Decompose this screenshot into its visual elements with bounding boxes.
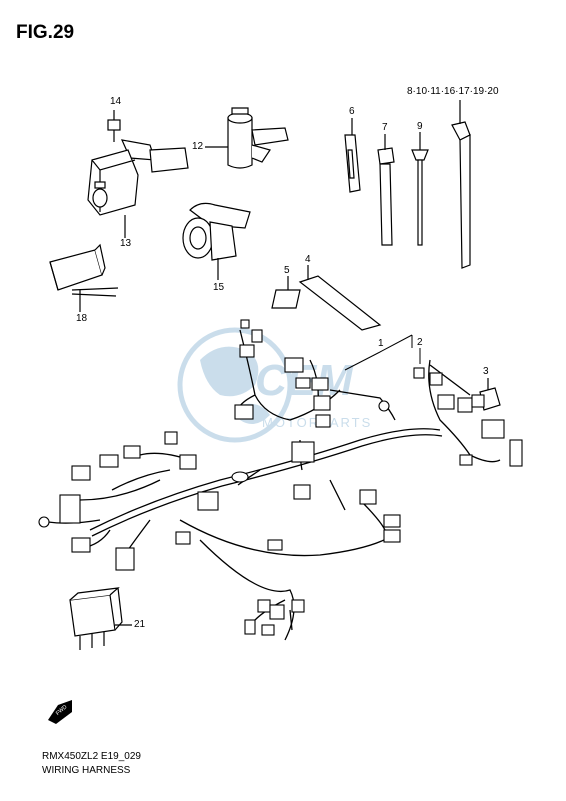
clip-9	[411, 132, 429, 246]
switch-15	[182, 202, 251, 280]
leader-lines	[115, 334, 489, 626]
callout-7: 7	[382, 122, 388, 133]
callout-1: 1	[378, 338, 384, 349]
callout-8-group: 8·10·11·16·17·19·20	[407, 86, 499, 97]
callout-15: 15	[213, 282, 225, 293]
callout-9: 9	[417, 121, 423, 132]
pad-5	[271, 276, 301, 309]
model-code: RMX450ZL2 E19_029	[42, 751, 141, 762]
band-7	[377, 134, 395, 246]
callout-12: 12	[192, 141, 204, 152]
fwd-arrow-icon: FWD	[48, 700, 72, 724]
callout-3: 3	[483, 366, 489, 377]
clamp-6	[344, 118, 361, 193]
callout-6: 6	[349, 106, 355, 117]
figure-title: FIG.29	[16, 22, 75, 43]
switch-18	[49, 243, 119, 312]
relay-21	[69, 587, 132, 650]
watermark-logo: CEM MOTORPARTS	[177, 327, 370, 443]
callout-14: 14	[110, 96, 122, 107]
switch-13	[87, 139, 189, 238]
callout-4: 4	[305, 254, 311, 265]
callout-18: 18	[76, 313, 88, 324]
callout-5: 5	[284, 265, 290, 276]
callout-21: 21	[134, 619, 146, 630]
tape-4	[298, 265, 382, 331]
callout-13: 13	[120, 238, 132, 249]
figure-caption: WIRING HARNESS	[42, 765, 131, 776]
harness-connectors	[38, 319, 523, 636]
band-8	[451, 100, 471, 269]
callout-2: 2	[417, 337, 423, 348]
horn-12	[205, 107, 289, 169]
bolt-14	[107, 110, 121, 142]
